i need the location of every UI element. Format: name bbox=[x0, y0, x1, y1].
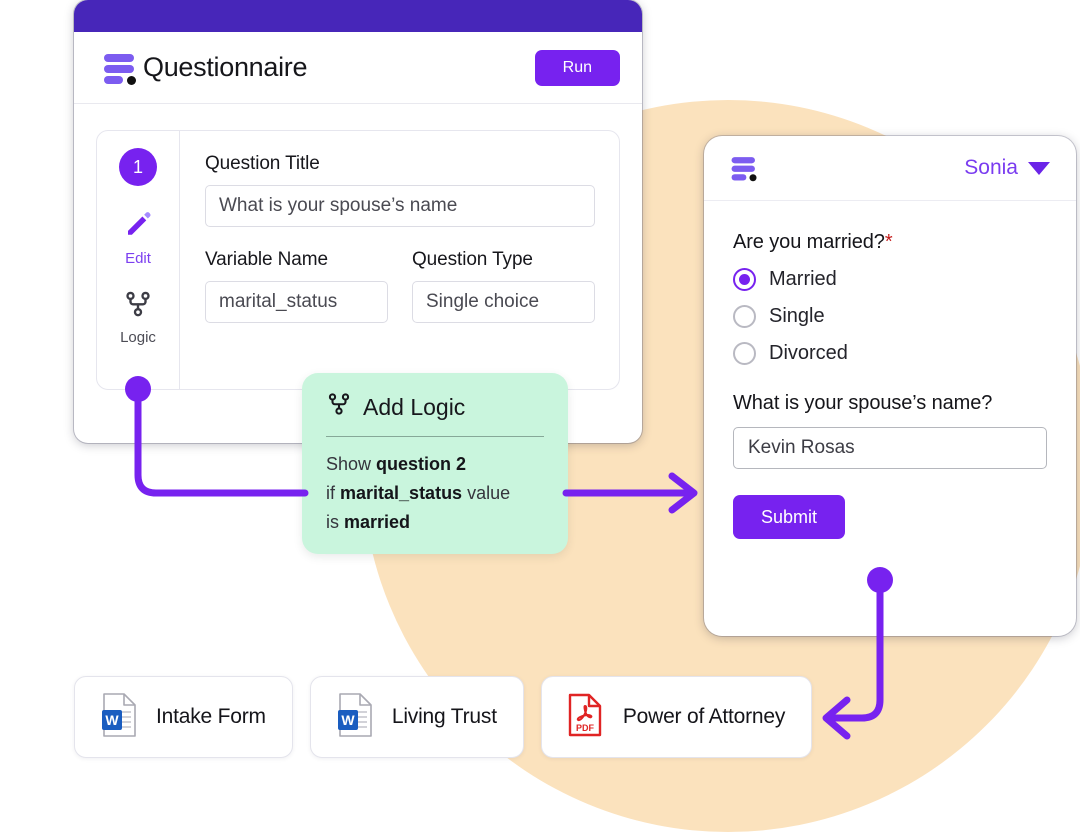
logic-line3-bold: married bbox=[344, 512, 411, 532]
document-chip-living-trust[interactable]: W Living Trust bbox=[309, 676, 524, 758]
list-bars-logo-icon bbox=[102, 51, 142, 85]
question-title-input[interactable]: What is your spouse’s name bbox=[205, 185, 595, 227]
rail-item-edit[interactable]: Edit bbox=[122, 208, 154, 267]
logic-line2-prefix: if bbox=[326, 483, 341, 503]
variable-name-input[interactable]: marital_status bbox=[205, 281, 388, 323]
required-asterisk: * bbox=[884, 231, 893, 253]
git-branch-icon bbox=[326, 391, 352, 423]
radio-option-label: Single bbox=[769, 305, 825, 327]
logic-line2-bold: marital_status bbox=[340, 483, 463, 503]
svg-text:W: W bbox=[105, 712, 119, 728]
question-number-badge: 1 bbox=[119, 148, 157, 186]
question-card: 1 Edit bbox=[96, 130, 620, 390]
pdf-document-icon: PDF bbox=[566, 692, 606, 743]
question-type-select[interactable]: Single choice bbox=[412, 281, 595, 323]
radio-indicator bbox=[733, 342, 756, 365]
svg-text:PDF: PDF bbox=[576, 723, 595, 733]
builder-header: Questionnaire Run bbox=[74, 32, 642, 104]
document-name: Power of Attorney bbox=[622, 705, 786, 728]
git-branch-icon bbox=[123, 289, 153, 324]
word-document-icon: W bbox=[335, 692, 375, 743]
document-chip-power-of-attorney[interactable]: PDF Power of Attorney bbox=[540, 676, 813, 758]
caret-down-icon bbox=[1028, 161, 1050, 175]
logic-line1-prefix: Show bbox=[326, 454, 377, 474]
brand: Questionnaire bbox=[102, 51, 308, 85]
variable-name-label: Variable Name bbox=[205, 249, 328, 270]
live-form-preview-panel: Sonia Are you married?* Married Single D… bbox=[704, 136, 1076, 636]
run-button[interactable]: Run bbox=[534, 49, 620, 86]
page-title: Questionnaire bbox=[143, 52, 308, 82]
radio-option-single[interactable]: Single bbox=[733, 305, 1047, 328]
radio-option-divorced[interactable]: Divorced bbox=[733, 342, 1047, 365]
question-title-label: Question Title bbox=[205, 153, 320, 174]
logic-line3-prefix: is bbox=[326, 512, 344, 532]
form-question-2-label: What is your spouse’s name? bbox=[733, 392, 993, 414]
form-topbar: Sonia bbox=[704, 136, 1076, 201]
svg-text:W: W bbox=[341, 712, 355, 728]
spouse-name-input[interactable]: Kevin Rosas bbox=[733, 427, 1047, 469]
form-question-1-text: Are you married? bbox=[733, 231, 885, 253]
radio-indicator bbox=[733, 268, 756, 291]
question-fields: Question Title What is your spouse’s nam… bbox=[180, 131, 619, 389]
rail-item-logic[interactable]: Logic bbox=[120, 289, 156, 346]
document-chip-intake-form[interactable]: W Intake Form bbox=[74, 676, 293, 758]
logic-rule-text: Show question 2 if marital_status value … bbox=[326, 436, 544, 537]
submit-button[interactable]: Submit bbox=[733, 495, 846, 539]
rail-item-logic-label: Logic bbox=[120, 329, 156, 346]
add-logic-header: Add Logic bbox=[326, 391, 544, 436]
radio-option-label: Married bbox=[769, 268, 837, 290]
form-question-1-label: Are you married?* bbox=[733, 231, 1047, 254]
user-menu[interactable]: Sonia bbox=[964, 156, 1050, 180]
user-name-label: Sonia bbox=[964, 156, 1018, 179]
rail-item-edit-label: Edit bbox=[125, 250, 151, 267]
variable-name-field: Variable Name marital_status bbox=[205, 249, 388, 323]
question-type-label: Question Type bbox=[412, 249, 533, 270]
radio-option-married[interactable]: Married bbox=[733, 268, 1047, 291]
list-bars-logo-icon bbox=[730, 155, 761, 182]
add-logic-title: Add Logic bbox=[363, 393, 466, 420]
document-name: Living Trust bbox=[391, 705, 497, 728]
logic-line1-bold: question 2 bbox=[376, 454, 467, 474]
document-name: Intake Form bbox=[156, 705, 266, 728]
logic-line2-suffix: value bbox=[462, 483, 511, 503]
form-body: Are you married?* Married Single Divorce… bbox=[704, 201, 1076, 539]
question-type-field: Question Type Single choice bbox=[412, 249, 595, 323]
radio-option-label: Divorced bbox=[769, 342, 848, 364]
document-chip-row: W Intake Form W Living Trust bbox=[74, 676, 813, 758]
questionnaire-builder-window: Questionnaire Run 1 Edit bbox=[74, 0, 642, 443]
radio-indicator bbox=[733, 305, 756, 328]
word-document-icon: W bbox=[99, 692, 139, 743]
question-rail: 1 Edit bbox=[97, 131, 180, 389]
window-titlebar bbox=[74, 0, 642, 32]
pencil-icon bbox=[122, 208, 154, 245]
add-logic-callout[interactable]: Add Logic Show question 2 if marital_sta… bbox=[302, 373, 568, 554]
